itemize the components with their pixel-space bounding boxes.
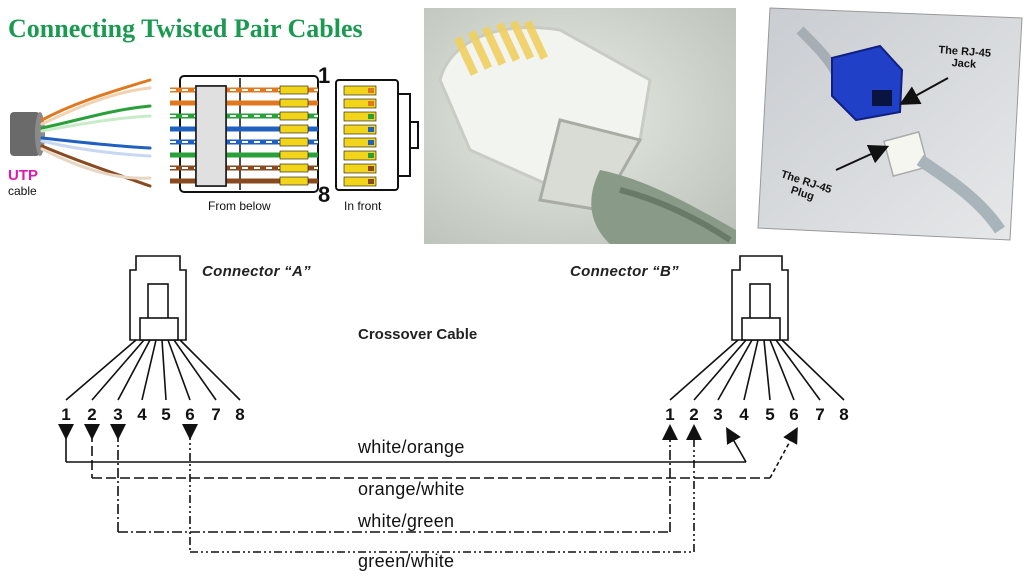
pin-b-5: 5 [765,405,775,424]
rj45-closeup-photo [424,8,736,244]
pin-b-1: 1 [665,405,675,424]
wire-label-white-green: white/green [358,511,455,531]
pin-eight-label: 8 [318,182,331,207]
pin-b-8: 8 [839,405,849,424]
pin-a-7: 7 [211,405,221,424]
pin-a-5: 5 [161,405,171,424]
wire-green-white [182,424,702,553]
connector-b-drawing [669,255,845,401]
slide-title: Connecting Twisted Pair Cables [8,14,363,43]
wire-label-white-orange: white/orange [358,437,465,457]
pin-b-7: 7 [815,405,825,424]
pin-a-3: 3 [113,405,123,424]
pin-a-2: 2 [87,405,97,424]
in-front-label: In front [344,199,382,213]
pin-b-6: 6 [789,405,799,424]
connector-b-label: Connector “B” [570,263,679,280]
connector-a-drawing [65,255,241,401]
utp-cable-illustration [10,78,152,188]
pin-b-2: 2 [689,405,699,424]
wire-label-green-white: green/white [358,551,455,571]
rj45-jack-plug-photo [757,7,1023,241]
pin-b-4: 4 [739,405,749,424]
jack-label: The RJ-45 Jack [937,44,991,72]
pin-a-4: 4 [137,405,147,424]
wire-label-orange-white: orange/white [358,479,465,499]
wire-white-green [110,424,678,533]
pin-a-6: 6 [185,405,195,424]
plug-in-front [335,79,419,191]
plug-from-below [170,75,319,193]
crossover-cable-label: Crossover Cable [358,326,478,343]
pin-a-1: 1 [61,405,71,424]
utp-label: UTP [8,167,38,184]
pin-b-3: 3 [713,405,723,424]
from-below-label: From below [208,199,271,213]
pin-one-label: 1 [318,63,331,88]
wire-orange-white [84,424,798,479]
crossover-diagram [58,255,845,553]
wire-white-orange [58,424,747,463]
connector-a-label: Connector “A” [202,263,311,280]
pin-a-8: 8 [235,405,245,424]
utp-sublabel: cable [8,184,37,198]
